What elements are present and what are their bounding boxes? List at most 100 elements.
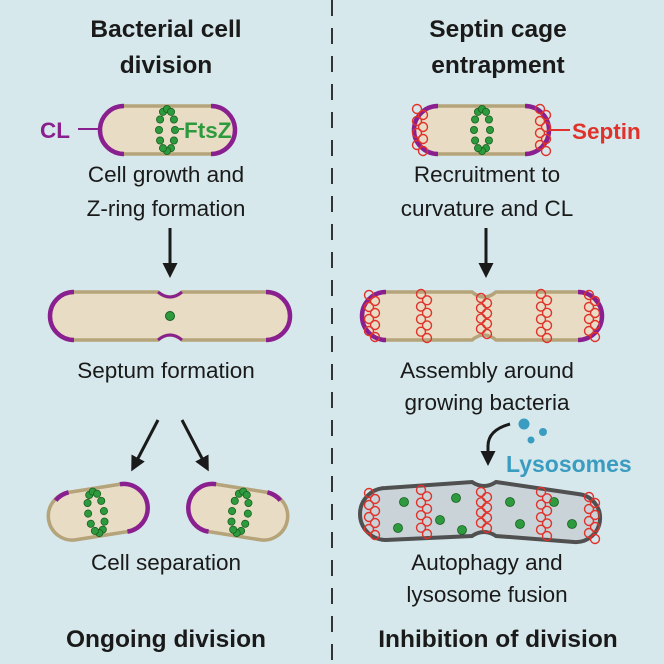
step-separation: Cell separation xyxy=(90,550,242,575)
septin-filament xyxy=(421,491,433,502)
septin-filament xyxy=(421,503,433,515)
ftsz-subunit xyxy=(230,496,239,505)
septin-filament xyxy=(363,511,375,523)
ftsz-label: FtsZ xyxy=(184,118,232,143)
septin-filament xyxy=(421,307,433,319)
ftsz-subunit xyxy=(99,507,108,516)
septin-filament xyxy=(535,326,547,337)
septin-filament xyxy=(589,319,601,331)
septin-filament xyxy=(475,303,487,314)
cardiolipin-pole xyxy=(210,103,238,157)
ftsz-fragment xyxy=(505,497,515,507)
septin-filament xyxy=(481,491,493,503)
septin-filament xyxy=(475,323,487,335)
septin-filament xyxy=(589,509,601,521)
septin-filament xyxy=(415,509,427,521)
septin-filament xyxy=(481,512,493,523)
septin-filament xyxy=(415,301,427,312)
cardiolipin-label: CL xyxy=(40,118,70,143)
ftsz-fragment xyxy=(451,493,461,503)
step-recruitment-line2: curvature and CL xyxy=(400,196,574,221)
ftsz-fragment xyxy=(399,497,409,507)
septin-filament xyxy=(481,297,493,309)
septin-filament xyxy=(415,497,427,508)
septin-filament xyxy=(475,507,487,518)
lysosomes-label: Lysosomes xyxy=(506,451,632,477)
ftsz-subunit xyxy=(156,136,165,145)
ftsz-subunit xyxy=(242,490,251,499)
septin-filament xyxy=(411,139,423,151)
septin-filament xyxy=(363,523,375,535)
lysosome-icon xyxy=(518,418,547,444)
arrow-down-curved xyxy=(480,422,511,466)
septin-filament xyxy=(541,530,553,542)
septin-filament xyxy=(583,325,595,337)
ftsz-subunit xyxy=(97,496,106,505)
septin-filament xyxy=(363,301,375,313)
ftsz-subunit xyxy=(243,509,252,518)
septin-filament xyxy=(411,103,423,115)
septin-filament xyxy=(589,533,601,545)
left-footer: Ongoing division xyxy=(65,626,267,653)
step-growth-line1: Cell growth and xyxy=(87,162,245,187)
ftsz-subunit xyxy=(227,517,236,526)
growing-cell xyxy=(97,103,238,157)
septin-filament xyxy=(583,491,595,503)
ftsz-fragment xyxy=(515,519,525,529)
daughter-cell-right xyxy=(186,481,290,542)
lysosome-contents xyxy=(393,493,577,535)
step-assembly-line1: Assembly around xyxy=(400,358,574,383)
septin-cage xyxy=(363,288,601,344)
septin-filament xyxy=(589,497,601,509)
septin-filament xyxy=(475,486,487,498)
septin-caged-bacteria xyxy=(359,288,605,344)
septin-filament xyxy=(535,313,547,325)
cardiolipin-pole xyxy=(186,481,217,534)
septin-filament xyxy=(535,288,547,300)
septin-filament xyxy=(589,521,601,533)
septin-filament xyxy=(415,522,427,533)
ftsz-subunit xyxy=(93,489,102,498)
cardiolipin-pole xyxy=(47,289,75,343)
cardiolipin-pole xyxy=(97,103,125,157)
ftsz-fragment xyxy=(567,519,577,529)
septin-filament xyxy=(369,529,381,541)
septin-filament xyxy=(589,295,601,307)
arrow-right-diagonal xyxy=(180,419,209,472)
septin-filament xyxy=(369,307,381,319)
septin-filament xyxy=(417,109,429,121)
step-autophagy-line1: Autophagy and xyxy=(411,550,563,575)
ftsz-subunit xyxy=(169,115,178,124)
septum-curvature xyxy=(157,290,183,299)
ftsz-subunit xyxy=(469,126,478,135)
septin-filament xyxy=(415,313,427,325)
dividing-cell xyxy=(47,289,293,343)
septin-filament xyxy=(411,127,423,139)
septin-filament xyxy=(363,325,375,337)
step-recruitment-line1: Recruitment to xyxy=(413,162,561,187)
ftsz-subunit xyxy=(244,499,253,508)
septin-filament xyxy=(541,307,553,319)
septin-filament xyxy=(535,486,547,498)
ftsz-subunit xyxy=(100,517,109,526)
arrow-left-diagonal xyxy=(131,419,160,472)
step-autophagy-line2: lysosome fusion xyxy=(406,582,568,607)
ftsz-ring-icon xyxy=(165,311,175,321)
septin-filament xyxy=(481,308,493,319)
septin-filament xyxy=(363,289,375,301)
septin-filament xyxy=(540,145,552,157)
septin-filament xyxy=(541,505,553,517)
septin-filament xyxy=(541,320,553,331)
daughter-cell-left xyxy=(46,481,150,542)
ftsz-subunit xyxy=(481,107,490,116)
dashed-divider xyxy=(331,0,333,664)
septin-filament xyxy=(583,515,595,527)
septin-recruited-cell xyxy=(411,103,552,157)
septin-filament xyxy=(415,326,427,337)
septin-filament xyxy=(421,332,433,344)
ftsz-subunit xyxy=(484,115,493,124)
septin-filament xyxy=(535,499,547,510)
septin-filament xyxy=(417,145,429,157)
ftsz-subunit xyxy=(166,107,175,116)
septin-label: Septin xyxy=(572,119,641,144)
